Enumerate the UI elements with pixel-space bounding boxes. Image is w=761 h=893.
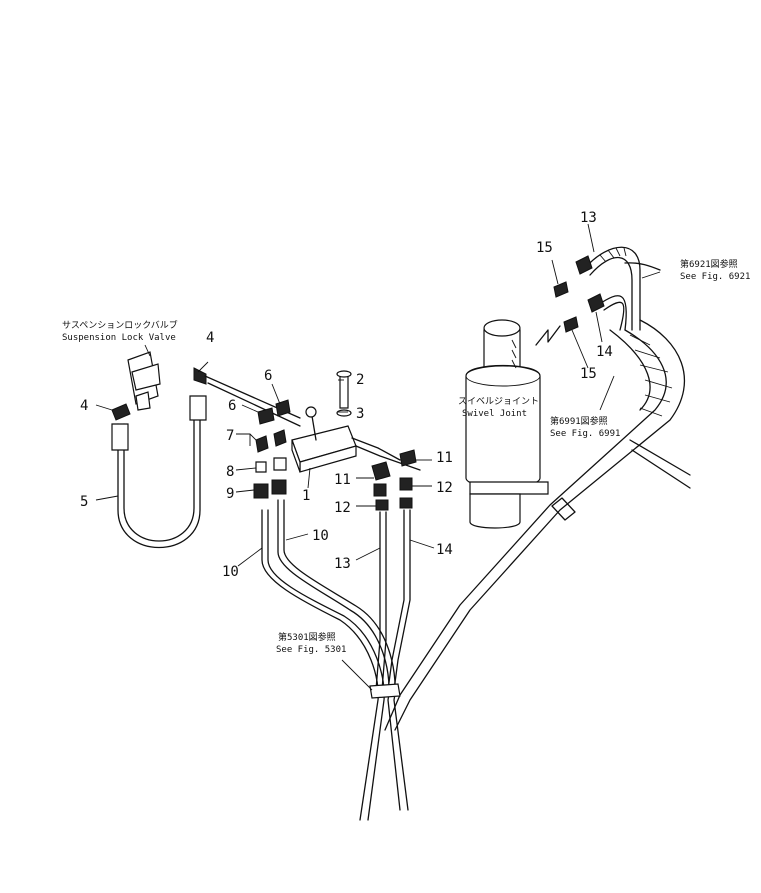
callout-14-lower: 14 (436, 542, 453, 558)
callout-13-lower: 13 (334, 556, 351, 572)
callout-5: 5 (80, 494, 88, 510)
callout-7: 7 (226, 428, 234, 444)
callout-11-right: 11 (436, 450, 453, 466)
ref-6991-jp: 第6991図参照 (550, 415, 608, 427)
callout-10-lower: 10 (222, 564, 239, 580)
callout-6-left: 6 (228, 398, 236, 414)
callout-numbers: 1 2 3 4 4 5 6 6 7 8 9 10 10 11 11 12 12 … (80, 210, 613, 580)
callout-10-upper: 10 (312, 528, 329, 544)
ref-5301-en: See Fig. 5301 (276, 645, 346, 655)
callout-4-left: 4 (80, 398, 88, 414)
swivel-joint (465, 319, 549, 529)
callout-9: 9 (226, 486, 234, 502)
leader-lines (95, 223, 661, 691)
callout-3: 3 (356, 406, 364, 422)
callout-12-right: 12 (436, 480, 453, 496)
callout-14-upper: 14 (596, 344, 613, 360)
main-hose-bundle (384, 319, 691, 731)
ref-6921-jp: 第6921図参照 (680, 258, 738, 270)
callout-4-right: 4 (206, 330, 214, 346)
callout-2: 2 (356, 372, 364, 388)
lock-valve-block (253, 370, 421, 511)
callout-12-left: 12 (334, 500, 351, 516)
lower-hoses (261, 499, 411, 821)
callout-6-top: 6 (264, 368, 272, 384)
swivel-joint-label-en: Swivel Joint (462, 409, 527, 419)
callout-8: 8 (226, 464, 234, 480)
ref-6921-en: See Fig. 6921 (680, 272, 750, 282)
callout-13-upper: 13 (580, 210, 597, 226)
callout-15-lower: 15 (580, 366, 597, 382)
reference-notes: サスペンションロックバルブ Suspension Lock Valve スイベル… (62, 258, 750, 655)
callout-11-left: 11 (334, 472, 351, 488)
upper-hoses (535, 246, 661, 346)
callout-15-upper: 15 (536, 240, 553, 256)
ref-6991-en: See Fig. 6991 (550, 429, 620, 439)
ref-5301-jp: 第5301図参照 (278, 631, 336, 643)
suspension-lock-valve (127, 344, 161, 411)
swivel-joint-label-jp: スイベルジョイント (458, 397, 539, 407)
callout-1: 1 (302, 488, 310, 504)
lock-valve-label-en: Suspension Lock Valve (62, 333, 176, 343)
lock-valve-label-jp: サスペンションロックバルブ (62, 319, 178, 331)
